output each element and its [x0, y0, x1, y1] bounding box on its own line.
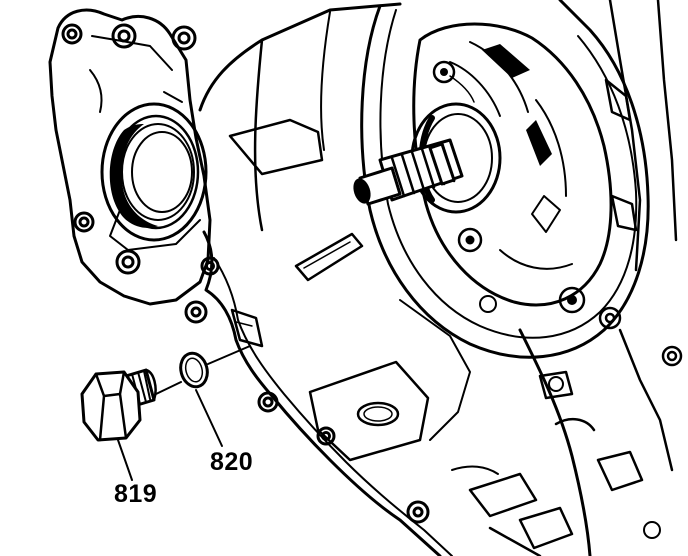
leader-lines	[117, 345, 251, 481]
callout-820-label: 820	[210, 448, 254, 476]
alignment-line-plug-to-seal	[155, 381, 182, 395]
seal-820	[179, 351, 209, 389]
case-surface-details	[228, 11, 471, 462]
callout-819-label: 819	[114, 480, 158, 508]
drain-plug-819	[80, 368, 157, 442]
input-shaft	[353, 102, 502, 214]
left-flange	[48, 8, 212, 324]
left-seal-bore	[100, 102, 208, 251]
leader-line-819	[117, 439, 133, 481]
alignment-line-seal-to-case	[207, 345, 251, 365]
right-case-details	[451, 0, 683, 556]
case-flange-edge	[198, 2, 453, 556]
leader-line-820	[195, 389, 223, 447]
